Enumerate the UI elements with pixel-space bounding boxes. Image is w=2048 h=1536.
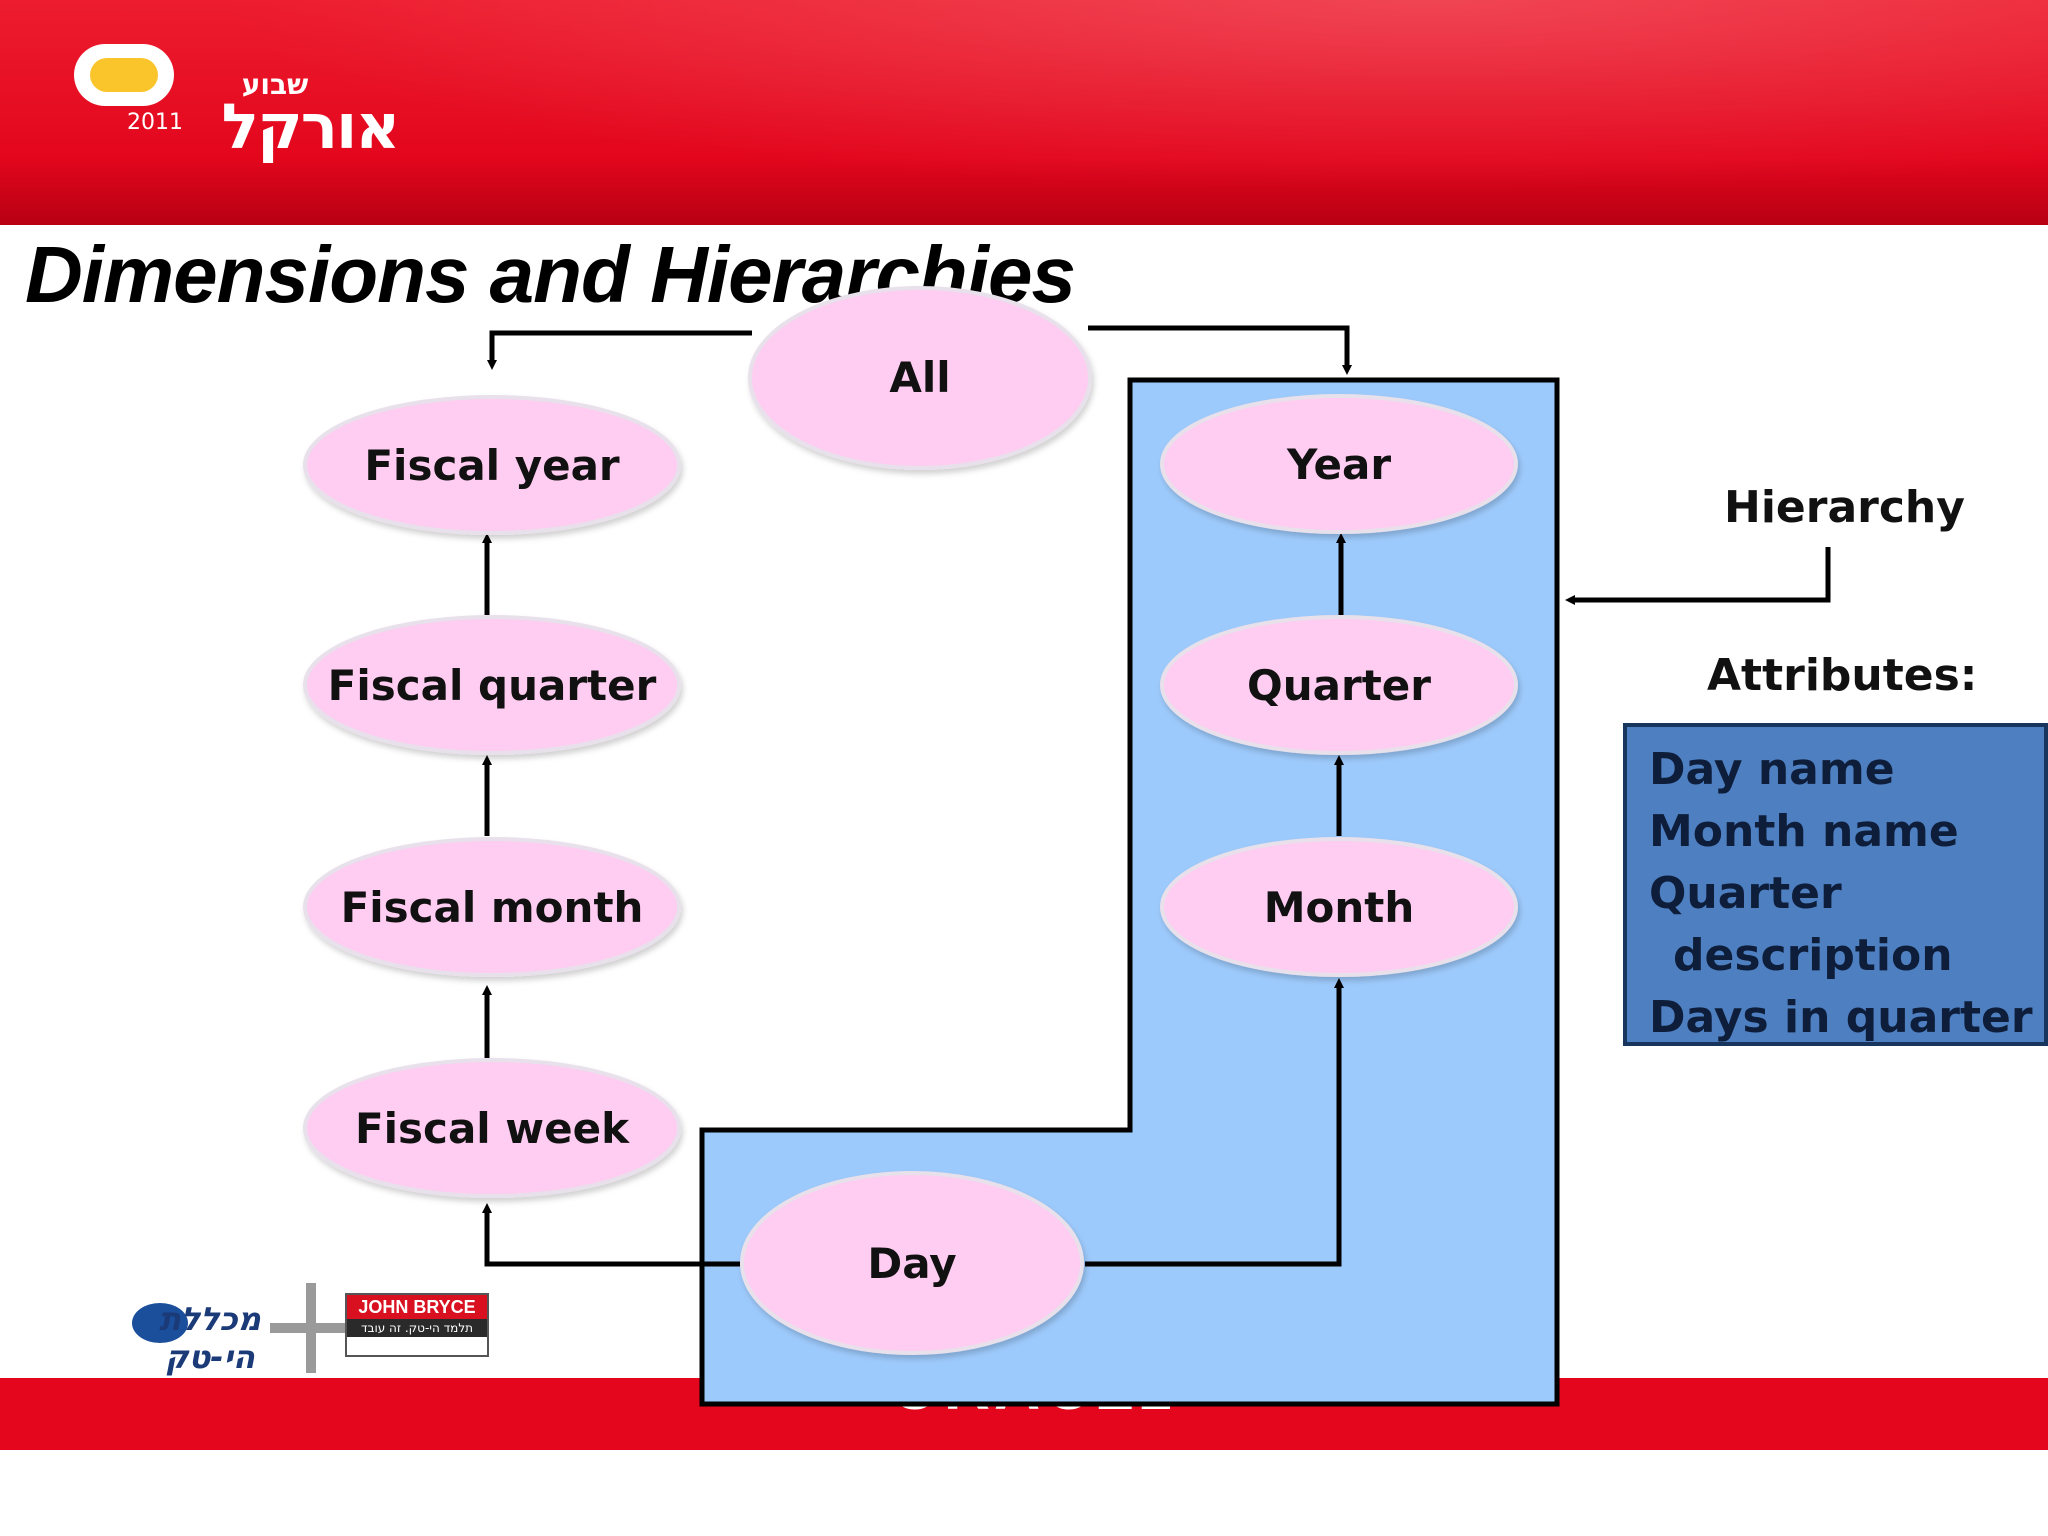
node-quarter [1160, 615, 1518, 755]
arrow-day-to-fiscal-week [482, 1203, 740, 1267]
attributes-box: Day name Month name Quarter description … [1623, 723, 2048, 1046]
oracle-week-logo: שבוע אורקל 2011 [70, 38, 400, 163]
node-fiscal-week-label: Fiscal week [355, 1104, 630, 1153]
partner-plus-icon [132, 1283, 350, 1373]
attribute-day-name: Day name [1649, 744, 1895, 795]
logo-hebrew-week: שבוע [241, 68, 309, 101]
john-bryce-tagline: תלמד הי-טק. זה עובד [347, 1319, 487, 1337]
node-fiscal-quarter [303, 615, 681, 755]
hitech-college-logo: מכללת הי-טק [159, 1300, 261, 1376]
attribute-quarter-description: description [1673, 930, 1953, 981]
john-bryce-name: JOHN BRYCE [347, 1295, 487, 1319]
node-fiscal-quarter-label: Fiscal quarter [328, 661, 657, 710]
attribute-month-name: Month name [1649, 806, 1959, 857]
arrow-all-to-fiscal-year [487, 330, 752, 370]
logo-hebrew-oracle: אורקל [221, 90, 401, 163]
header-highlight [0, 0, 2048, 225]
node-quarter-label: Quarter [1247, 661, 1431, 710]
node-fiscal-year [303, 395, 681, 535]
hierarchy-label: Hierarchy [1724, 482, 1965, 533]
attributes-label: Attributes: [1707, 650, 1978, 701]
header-band [0, 0, 2048, 225]
node-fiscal-month [303, 837, 681, 977]
logo-year: 2011 [127, 110, 183, 135]
john-bryce-logo: JOHN BRYCE תלמד הי-טק. זה עובד [345, 1293, 489, 1357]
arrow-day-to-month [1085, 978, 1344, 1267]
attribute-quarter: Quarter [1649, 868, 1842, 919]
node-fiscal-month-label: Fiscal month [341, 883, 644, 932]
node-year [1160, 394, 1518, 534]
node-all [748, 286, 1092, 470]
attribute-days-in-quarter: Days in quarter [1649, 992, 2033, 1043]
node-fiscal-year-label: Fiscal year [364, 441, 620, 490]
node-day [740, 1171, 1084, 1355]
arrow-all-to-year [1088, 325, 1352, 375]
node-day-label: Day [867, 1239, 956, 1288]
arrow-hierarchy-pointer [1565, 547, 1831, 605]
node-month-label: Month [1264, 883, 1415, 932]
node-all-label: All [889, 353, 950, 402]
node-fiscal-week [303, 1058, 681, 1198]
logo-mark-icon [74, 44, 174, 106]
node-year-label: Year [1286, 440, 1391, 489]
node-month [1160, 837, 1518, 977]
